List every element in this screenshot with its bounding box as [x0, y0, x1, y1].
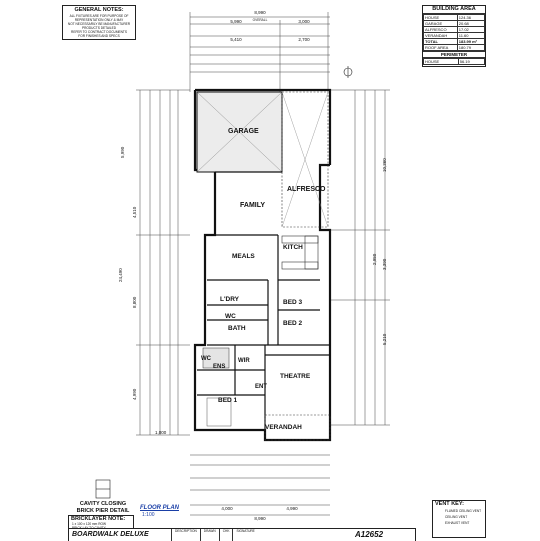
room-family: FAMILY	[240, 202, 266, 209]
general-note-line: REPRESENTATION ONLY & MAY	[74, 18, 124, 22]
room-garage: GARAGE	[228, 128, 259, 135]
dim-left-total: 24,490	[118, 268, 123, 282]
dim-right-c: 3,390	[382, 258, 387, 270]
general-note-line: ALL FIXTURES ARE FOR PURPOSE OF	[69, 14, 129, 18]
vent-key-item: CEILING VENT	[445, 515, 468, 519]
dim-right-d: 5,210	[382, 333, 387, 345]
general-note-line: REFER TO CONTRACT DOCUMENTS	[71, 30, 127, 34]
dim-bottom-total: 8,990	[254, 516, 266, 521]
dim-left-c: 8,800	[132, 296, 137, 308]
dim-left-d: 4,990	[132, 388, 137, 400]
perimeter-value: 56.19	[457, 58, 486, 65]
room-bed3: BED 3	[283, 299, 303, 306]
room-ens: ENS	[213, 364, 226, 370]
bricklayer-note-title: BRICKLAYER NOTE:	[71, 516, 126, 522]
room-wir: WIR	[238, 358, 250, 364]
building-area-title: BUILDING AREA	[423, 6, 485, 14]
dim-left-e: 1,000	[155, 430, 167, 435]
general-note-line: PRODUCTS DETAILED	[81, 26, 117, 30]
dim-overall-label: OVERALL	[252, 18, 268, 22]
vent-key-item: EXHAUST VENT	[445, 521, 470, 525]
dim-top-b: 3,000	[298, 19, 310, 24]
cavity-closing-label: CAVITY CLOSING	[79, 501, 127, 507]
general-notes-box: GENERAL NOTES: ALL FIXTURES ARE FOR PURP…	[62, 5, 136, 40]
project-name: BOARDWALK DELUXE	[72, 531, 149, 538]
dim-overall-top: 8,990	[254, 10, 266, 15]
dim-top-a: 5,990	[230, 19, 242, 24]
room-bath: BATH	[228, 325, 246, 332]
dim-left-b: 4,510	[132, 206, 137, 218]
room-ent: ENT	[255, 384, 267, 390]
general-note-line: NOT NECESSARILY BE MANUFACTURER	[67, 22, 131, 26]
dim-bottom-b: 4,990	[286, 506, 298, 511]
room-kitch: KITCH	[283, 244, 303, 251]
room-meals: MEALS	[232, 253, 255, 260]
title-block-header: DESCRIPTION	[171, 529, 200, 541]
title-block-header: SIGNATURE	[232, 529, 257, 541]
general-notes-title: GENERAL NOTES:	[74, 7, 124, 13]
vent-key-title: VENT KEY:	[435, 501, 464, 507]
dim-right-a: 10,360	[382, 158, 387, 172]
floor-plan-scale: 1:100	[142, 512, 155, 518]
vent-key-box: VENT KEY: FLUMED CEILING VENT CEILING VEN…	[432, 500, 486, 538]
vent-key-item: FLUMED CEILING VENT	[445, 509, 482, 513]
dim-left-a: 5,990	[120, 146, 125, 158]
room-ldry: L'DRY	[220, 296, 239, 303]
room-wc2: WC	[201, 356, 211, 362]
room-bed1: BED 1	[218, 397, 238, 404]
job-number: A12652	[355, 530, 384, 539]
floor-plan-title: FLOOR PLAN	[140, 505, 179, 511]
room-theatre: THEATRE	[280, 373, 311, 380]
vent-key-items: FLUMED CEILING VENT CEILING VENT EXHAUST V…	[433, 509, 485, 525]
dim-right-b: 2,950	[372, 253, 377, 265]
dim-bottom-a: 4,000	[221, 506, 233, 511]
bricklayer-note-line: 1 x 100 x 120 mm ROW	[72, 522, 107, 526]
title-block-header: DRAWN	[199, 529, 219, 541]
room-wc1: WC	[225, 313, 236, 320]
perimeter-title: PERIMETER	[423, 51, 485, 58]
dim-alfresco-w: 2,700	[298, 37, 310, 42]
room-bed2: BED 2	[283, 320, 303, 327]
brick-pier-label: BRICK PIER DETAIL	[76, 508, 130, 514]
room-alfresco: ALFRESCO	[287, 186, 326, 193]
title-block-header: CHK	[218, 529, 233, 541]
dim-garage-w: 5,410	[230, 37, 242, 42]
room-verandah: VERANDAH	[265, 424, 302, 431]
area-value: 180.79	[456, 44, 486, 51]
general-note-line: FOR FINISHES AND SPECS	[78, 34, 120, 38]
